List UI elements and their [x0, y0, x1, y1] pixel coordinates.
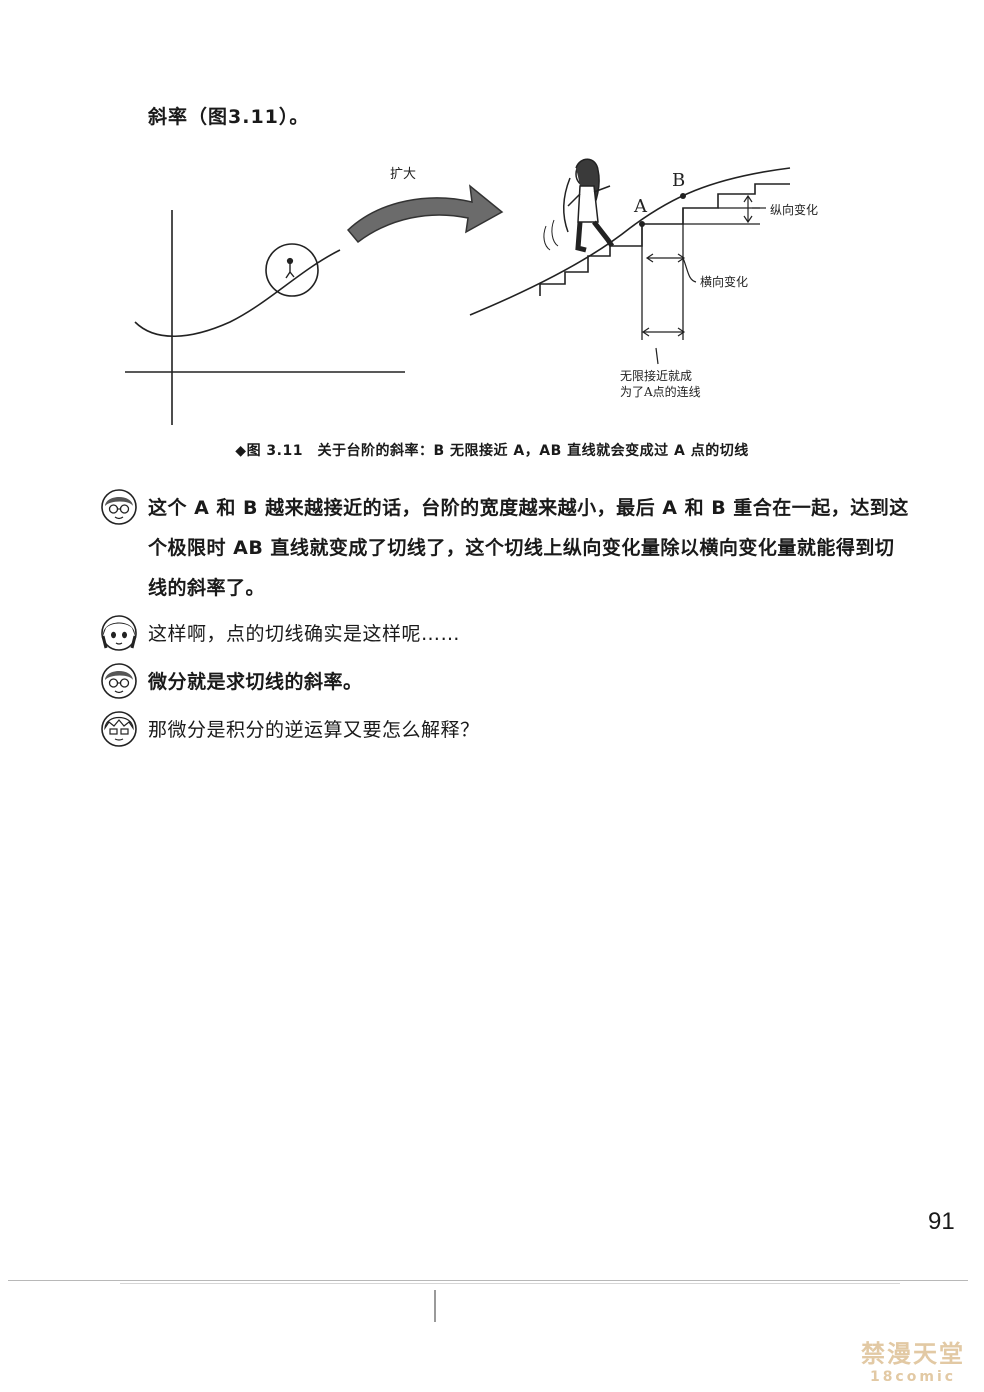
point-A — [639, 221, 645, 227]
climbing-girl-illustration — [543, 158, 615, 253]
enlarge-arrow — [346, 184, 504, 244]
watermark-line2: 18comic — [869, 1369, 957, 1385]
label-horizontal: 横向变化 — [700, 274, 748, 289]
label-limit-line2: 为了A点的连线 — [620, 384, 701, 399]
label-enlarge: 扩大 — [390, 167, 416, 182]
label-B: B — [672, 170, 685, 191]
label-A: A — [633, 196, 648, 217]
figure-3-11: 扩大 A B 纵向变化 横向变化 无限接近就成 为了A点的连线 — [110, 150, 870, 435]
glasses-girl-avatar-icon — [101, 663, 137, 699]
zoomed-curve — [469, 167, 791, 316]
footer-divider-secondary — [120, 1283, 900, 1284]
label-vertical: 纵向变化 — [770, 202, 818, 217]
point-B — [680, 193, 686, 199]
watermark-line1: 禁漫天堂 — [861, 1340, 965, 1368]
dialog-item-2: 这样啊，点的切线确实是这样呢…… — [100, 614, 910, 654]
label-limit-line1: 无限接近就成 — [620, 368, 692, 383]
watermark: 禁漫天堂 18comic — [848, 1340, 978, 1386]
small-curve — [134, 249, 341, 337]
dialog-item-3: 微分就是求切线的斜率。 — [100, 662, 910, 702]
footer-crop-mark — [434, 1290, 436, 1322]
figure-caption: ◆图 3.11 关于台阶的斜率：B 无限接近 A，AB 直线就会变成过 A 点的… — [235, 443, 749, 459]
dialog-text-4: 那微分是积分的逆运算又要怎么解释？ — [148, 719, 480, 741]
page-number: 91 — [928, 1208, 955, 1235]
dialog-item-4: 那微分是积分的逆运算又要怎么解释？ — [100, 710, 910, 750]
dialog-item-1: 这个 A 和 B 越来越接近的话，台阶的宽度越来越小，最后 A 和 B 重合在一… — [100, 488, 910, 608]
dialog-text-1: 这个 A 和 B 越来越接近的话，台阶的宽度越来越小，最后 A 和 B 重合在一… — [148, 497, 909, 599]
dark-hair-girl-avatar-icon — [101, 615, 137, 651]
tiny-figure-icon — [285, 257, 295, 279]
glasses-girl-avatar-icon — [101, 489, 137, 525]
dialog-text-3: 微分就是求切线的斜率。 — [148, 671, 363, 693]
footer-divider — [8, 1280, 968, 1281]
light-hair-girl-avatar-icon — [101, 711, 137, 747]
zoom-circle — [265, 243, 319, 297]
dialog-text-2: 这样啊，点的切线确实是这样呢…… — [148, 623, 461, 645]
intro-text: 斜率（图3.11）。 — [148, 106, 310, 128]
